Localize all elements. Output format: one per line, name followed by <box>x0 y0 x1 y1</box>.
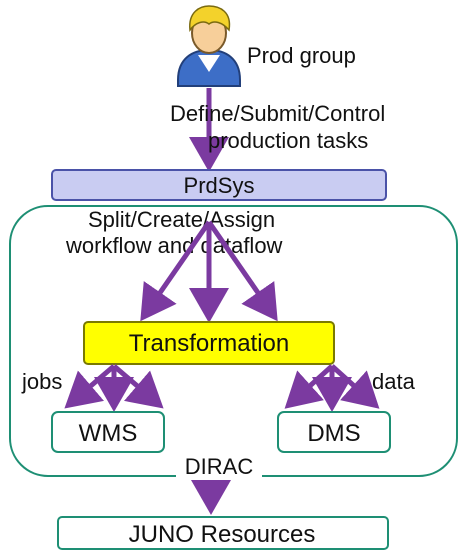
transformation-to-dms-arrows <box>284 364 380 412</box>
prod-edge-label-line1: Define/Submit/Control <box>170 101 385 126</box>
wms-box <box>51 411 165 453</box>
transformation-box <box>83 321 335 365</box>
prdsys-label: PrdSys <box>184 173 255 198</box>
jobs-edge-label: jobs <box>21 369 62 394</box>
actor-label: Prod group <box>247 43 356 68</box>
dms-label: DMS <box>307 420 360 447</box>
split-edge-label-line2: workflow and dataflow <box>65 233 283 258</box>
split-edge-label-line1: Split/Create/Assign <box>88 207 275 232</box>
data-edge-label: data <box>372 369 416 394</box>
prod-edge-label-line2: production tasks <box>208 128 368 153</box>
juno-resources-label: JUNO Resources <box>129 521 316 548</box>
transformation-label: Transformation <box>129 330 290 357</box>
prdsys-box <box>51 169 387 201</box>
juno-resources-box <box>57 516 389 550</box>
prdsys-to-transformation-arrows <box>140 220 278 323</box>
wms-label: WMS <box>79 420 138 447</box>
dirac-label: DIRAC <box>185 454 254 479</box>
transformation-to-wms-arrows <box>64 364 164 412</box>
user-icon <box>177 5 241 87</box>
dms-box <box>277 411 391 453</box>
